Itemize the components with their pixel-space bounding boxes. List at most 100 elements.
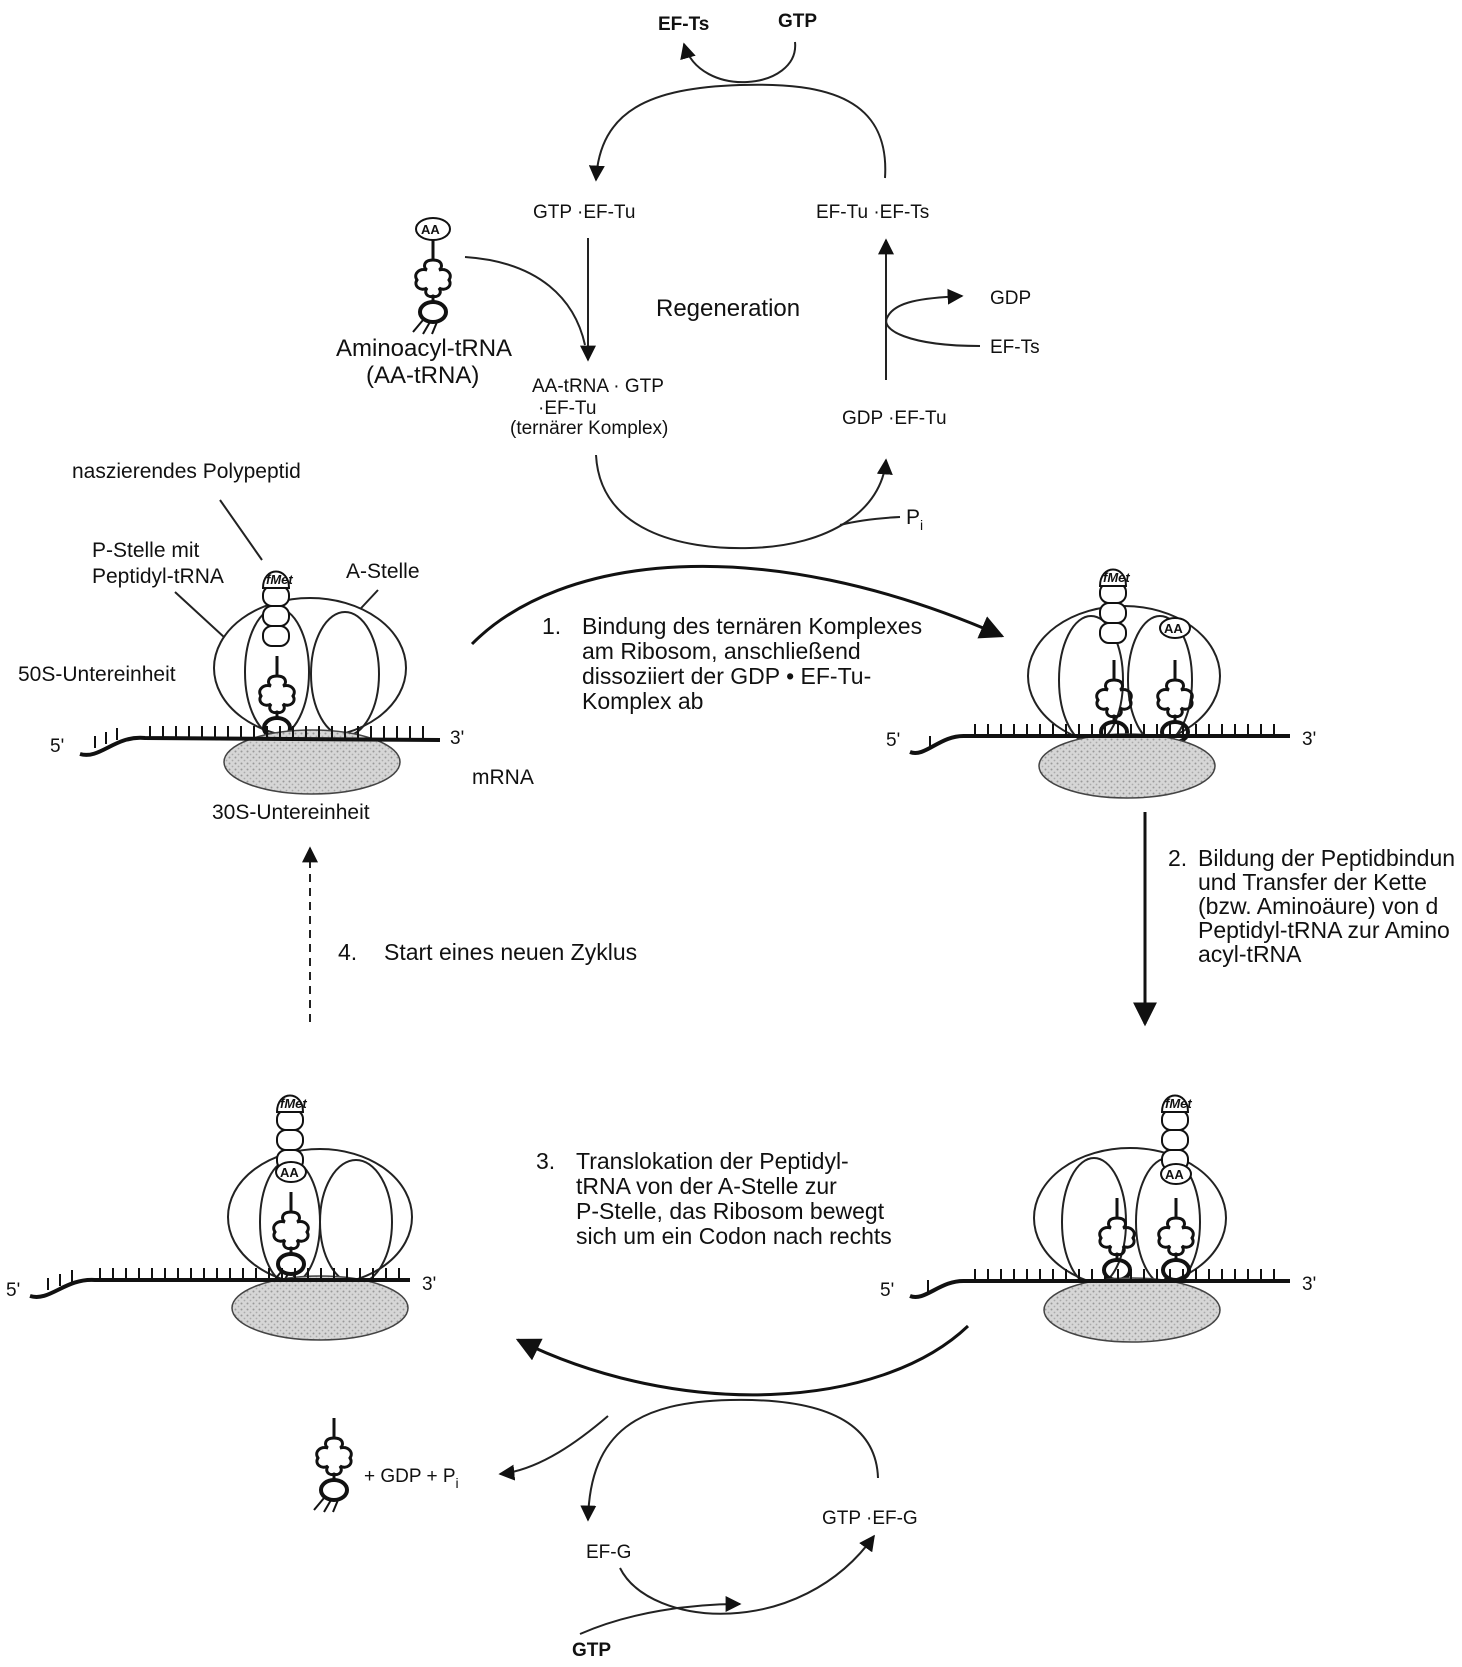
ef-ts-in-label: EF-Ts — [990, 337, 1040, 358]
three-prime-3: 3' — [1302, 1274, 1316, 1295]
ribosome-state-3: fMet AA 5' 3' — [880, 1094, 1316, 1343]
step2-line-3: (bzw. Aminoäure) von d — [1198, 893, 1438, 919]
step2-line-1: Bildung der Peptidbindun — [1198, 845, 1455, 871]
mrna-codons — [94, 726, 424, 748]
efg-cycle-arc — [580, 1398, 879, 1522]
step-1: 1. Bindung des ternären Komplexes am Rib… — [470, 564, 1005, 714]
five-prime-4: 5' — [6, 1280, 20, 1301]
30s-subunit-2 — [1038, 733, 1216, 799]
fmet-label-2: fMet — [1103, 570, 1130, 585]
ef-g-cycle: + GDP + Pi GTP ·EF-G EF-G GTP — [312, 1398, 918, 1661]
gdp-release-arrow — [885, 288, 981, 347]
pi-label: Pi — [906, 506, 923, 533]
ef-g-label: EF-G — [586, 1542, 631, 1563]
step3-line-2: tRNA von der A-Stelle zur — [576, 1173, 837, 1199]
mrna-codons-4 — [47, 1268, 400, 1290]
step3-arrow — [515, 1324, 970, 1397]
fmet-tag-4 — [275, 1094, 305, 1113]
step-2: 2. Bildung der Peptidbindun und Transfer… — [1133, 812, 1455, 1027]
five-prime-2: 5' — [886, 730, 900, 751]
mrna-strand-4 — [29, 1277, 410, 1299]
fmet-label-3: fMet — [1165, 1096, 1192, 1111]
top-gtp-label: GTP — [778, 11, 817, 32]
fmet-label: fMet — [266, 572, 293, 587]
step4-text: Start eines neuen Zyklus — [384, 939, 637, 965]
aa-tag-3 — [1160, 1163, 1192, 1185]
p-site-label-1: P-Stelle mit — [92, 539, 200, 562]
aa-tag-text: AA — [421, 222, 440, 237]
bottom-gtp-label: GTP — [572, 1640, 611, 1661]
three-prime-4: 3' — [422, 1274, 436, 1295]
aa-tag-4 — [275, 1161, 307, 1183]
fmet-tag-2 — [1098, 568, 1128, 587]
step1-line-3: dissoziiert der GDP • EF-Tu- — [582, 663, 871, 689]
three-prime-2: 3' — [1302, 729, 1316, 750]
ternary-complex-line1: AA-tRNA · GTP — [532, 376, 664, 397]
step-4: 4. Start eines neuen Zyklus — [302, 846, 637, 1022]
a-site-label: A-Stelle — [346, 560, 420, 583]
free-aminoacyl-trna: AA Aminoacyl-tRNA (AA-tRNA) — [336, 217, 586, 389]
gtp-input-arrow — [579, 1596, 742, 1635]
fmet-label-4: fMet — [280, 1096, 307, 1111]
step1-arrow — [470, 564, 1005, 646]
top-cycle-arc — [588, 83, 887, 182]
aminoacyl-trna-label-1: Aminoacyl-tRNA — [336, 335, 512, 362]
gtp-ef-g-label: GTP ·EF-G — [822, 1508, 918, 1529]
five-prime-1: 5' — [50, 736, 64, 757]
aa-label-4: AA — [280, 1165, 299, 1180]
step3-number: 3. — [536, 1148, 555, 1174]
p-site-label-2: Peptidyl-tRNA — [92, 565, 224, 588]
release-arrow — [498, 1415, 609, 1481]
fmet-tag — [261, 570, 291, 589]
step1-line-1: Bindung des ternären Komplexes — [582, 613, 922, 639]
30s-subunit-3 — [1043, 1277, 1221, 1343]
50s-subunit — [213, 597, 407, 739]
mrna-strand-3 — [909, 1278, 1290, 1300]
aminoacyl-trna-label-2: (AA-tRNA) — [366, 362, 479, 389]
aa-tag-2 — [1159, 617, 1191, 639]
step1-line-2: am Ribosom, anschließend — [582, 638, 861, 664]
regeneration-title: Regeneration — [656, 295, 800, 322]
fmet-tag-3 — [1160, 1094, 1190, 1113]
step3-line-4: sich um ein Codon nach rechts — [576, 1223, 892, 1249]
step2-number: 2. — [1168, 845, 1187, 871]
step1-line-4: Komplex ab — [582, 688, 703, 714]
mrna-codons-2 — [929, 724, 1275, 748]
step4-number: 4. — [338, 939, 357, 965]
aa-label-3: AA — [1165, 1167, 1184, 1182]
ribosome-state-1: naszierendes Polypeptid P-Stelle mit Pep… — [18, 460, 534, 824]
gdp-ef-tu-label: GDP ·EF-Tu — [842, 408, 947, 429]
step2-line-2: und Transfer der Kette — [1198, 869, 1427, 895]
polypeptide-pointer — [219, 499, 263, 561]
50s-label: 50S-Untereinheit — [18, 663, 176, 686]
mrna-strand — [79, 735, 441, 757]
polypeptide-label: naszierendes Polypeptid — [72, 460, 301, 483]
ef-tu-ef-ts-label: EF-Tu ·EF-Ts — [816, 202, 929, 223]
mrna-label: mRNA — [472, 766, 534, 789]
pi-release-line — [839, 516, 901, 526]
30s-subunit — [223, 729, 401, 795]
top-ef-ts-label: EF-Ts — [658, 14, 709, 35]
30s-subunit-4 — [231, 1275, 409, 1341]
regeneration-cycle: EF-Ts GTP GTP ·EF-Tu EF-Tu ·EF-Ts Regene… — [510, 11, 1040, 550]
ribosome-state-2: fMet AA 5' 3' — [886, 568, 1316, 799]
three-prime-1: 3' — [450, 728, 464, 749]
30s-label: 30S-Untereinheit — [212, 801, 370, 824]
ef-ts-exchange-arrow — [680, 41, 797, 84]
efg-recharge-arc — [619, 1534, 875, 1615]
five-prime-3: 5' — [880, 1280, 894, 1301]
ternary-complex-line2: ·EF-Tu — [538, 398, 596, 419]
aa-label-2: AA — [1164, 621, 1183, 636]
ternary-complex-line3: (ternärer Komplex) — [510, 418, 668, 439]
trna-to-ternary-arrow — [464, 256, 586, 346]
gdp-out-label: GDP — [990, 288, 1031, 309]
bottom-cycle-arc — [595, 454, 893, 550]
mrna-strand-2 — [909, 733, 1290, 755]
step2-line-4: Peptidyl-tRNA zur Amino — [1198, 917, 1450, 943]
step3-line-3: P-Stelle, das Ribosom bewegt — [576, 1198, 885, 1224]
step1-number: 1. — [542, 613, 561, 639]
release-products: + GDP + Pi — [364, 1466, 459, 1491]
step3-line-1: Translokation der Peptidyl- — [576, 1148, 849, 1174]
ribosome-state-4: fMet AA 5' 3' — [6, 1094, 436, 1341]
